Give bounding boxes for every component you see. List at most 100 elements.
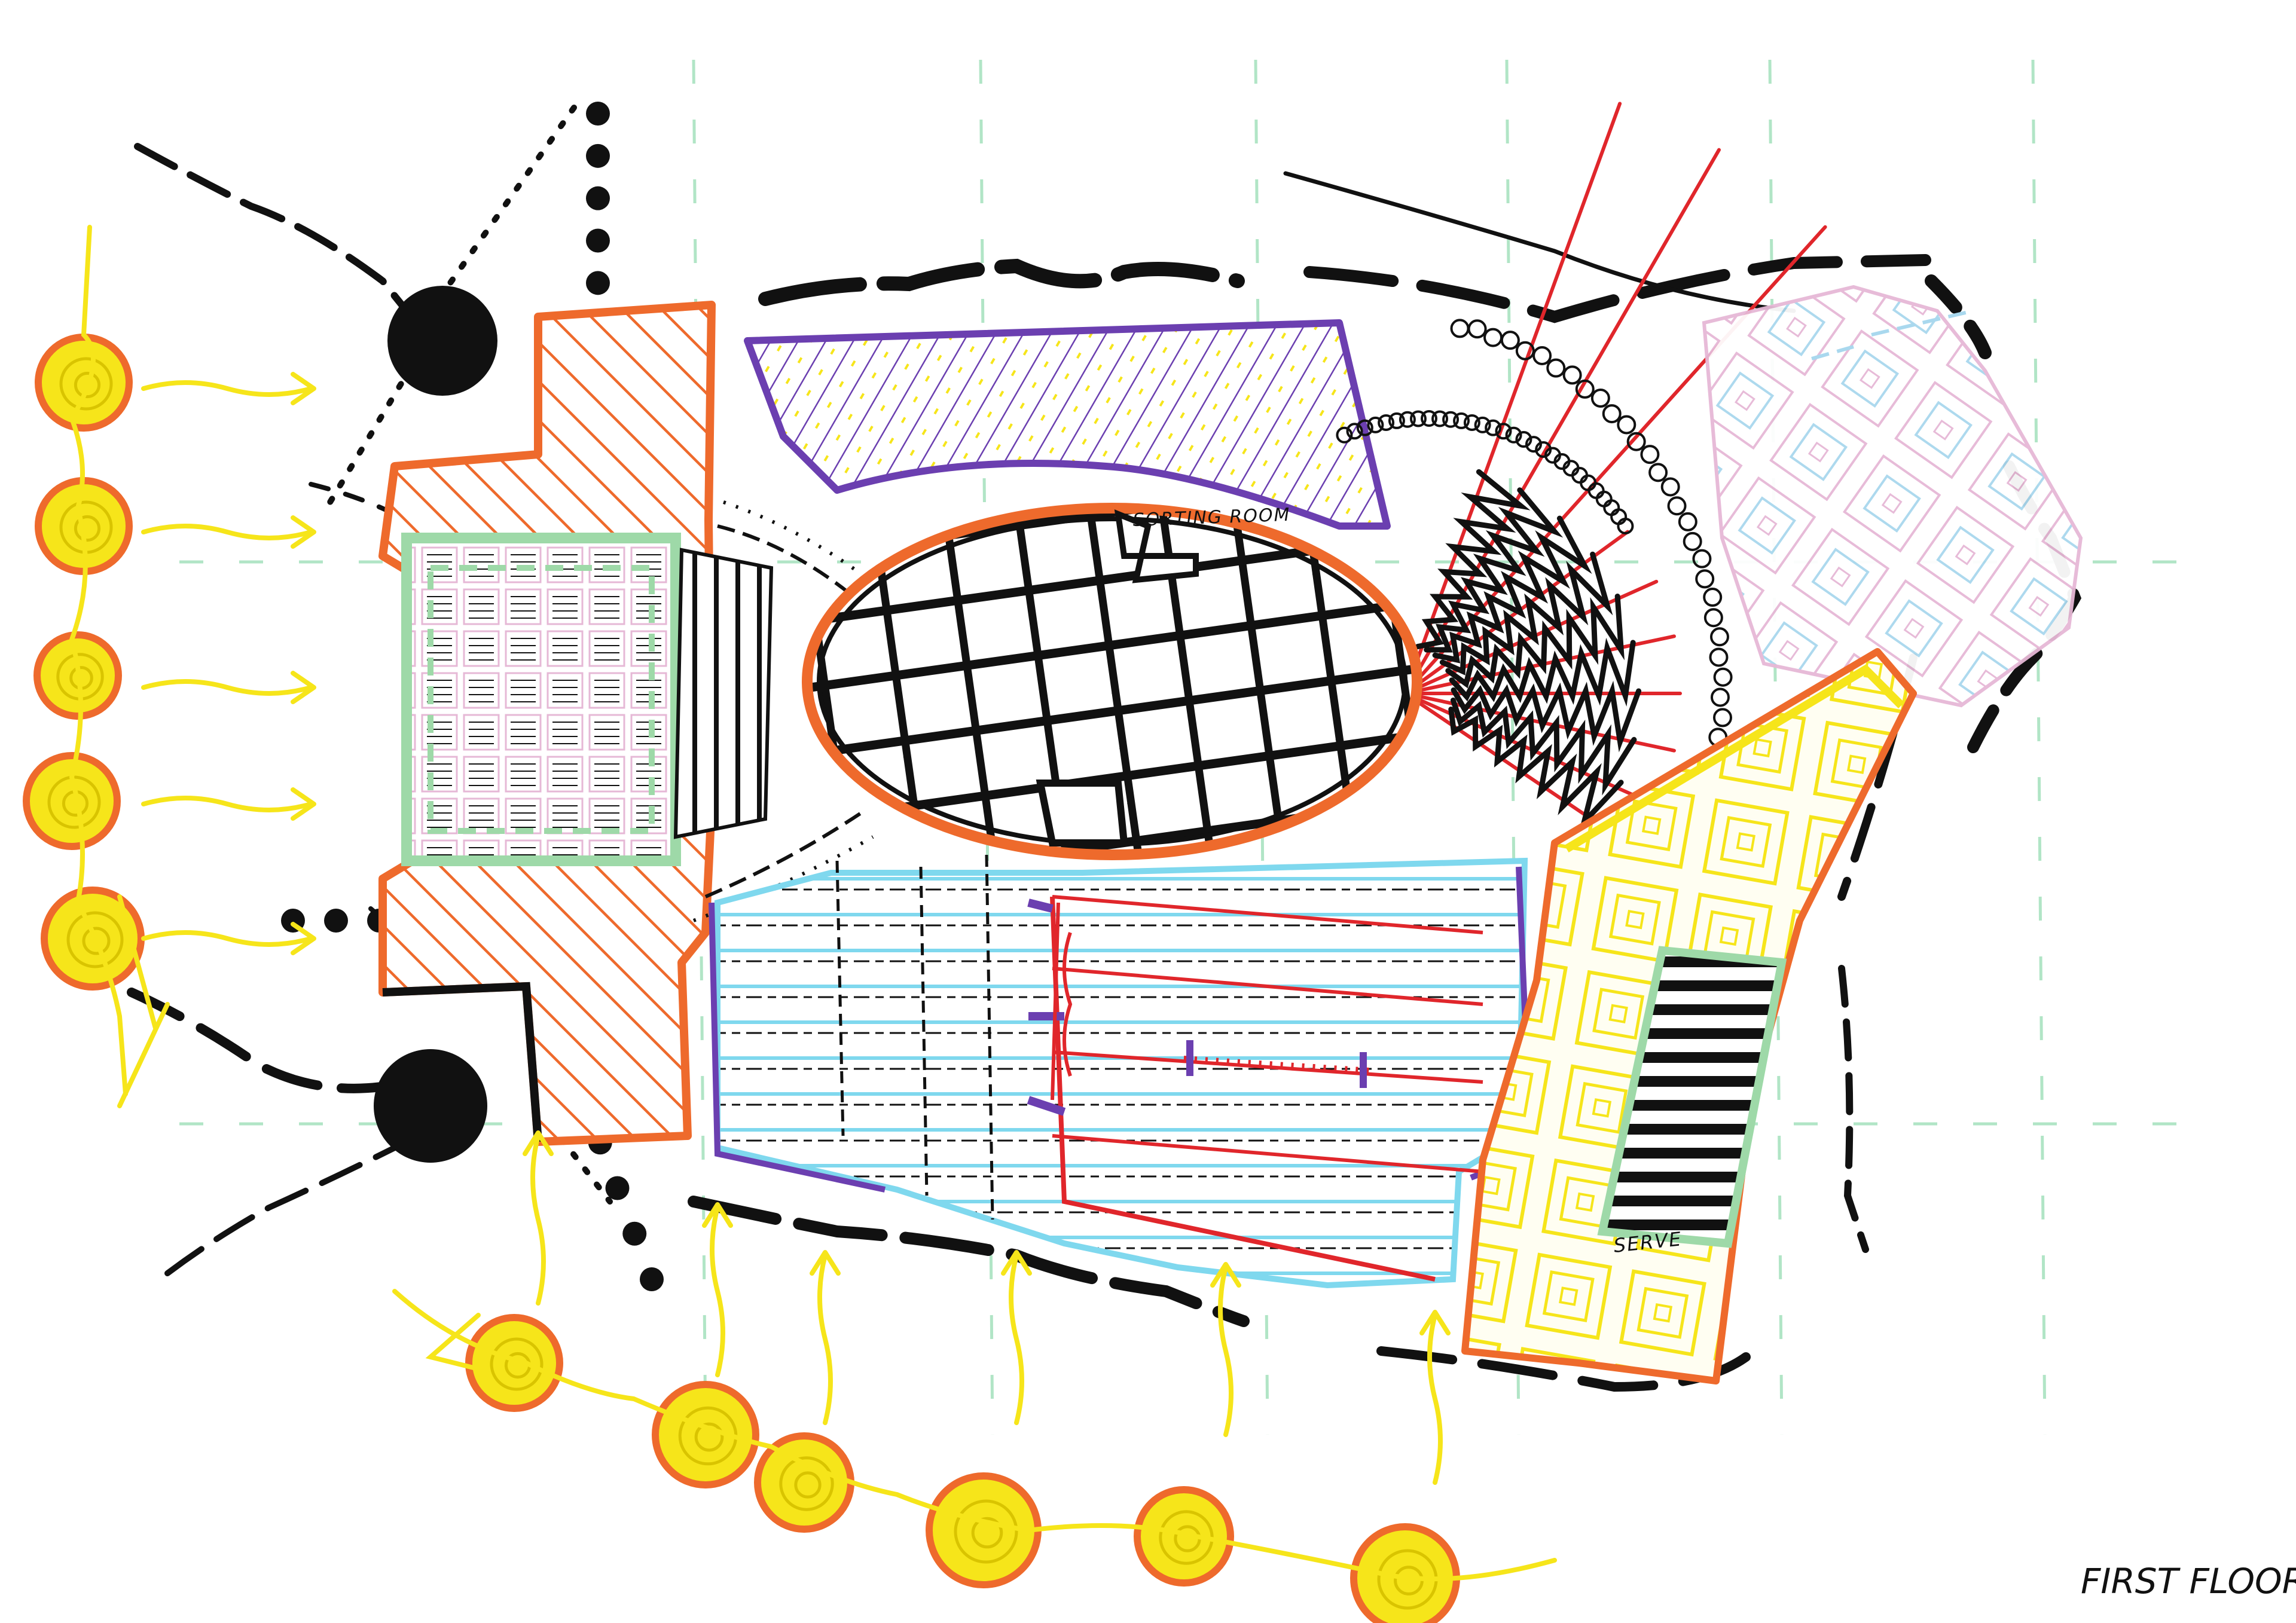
chain-circle bbox=[1695, 569, 1715, 589]
chain-circle bbox=[1525, 436, 1542, 453]
chain-circle bbox=[1648, 463, 1668, 482]
chain-circle bbox=[1505, 426, 1522, 444]
chain-circle bbox=[1532, 346, 1552, 365]
chain-circle bbox=[1388, 412, 1405, 429]
black-dot bbox=[622, 1221, 647, 1246]
sun-marker bbox=[1134, 1486, 1234, 1587]
entry-arrow bbox=[1419, 1310, 1451, 1485]
black-zigzag-band bbox=[1449, 637, 1636, 707]
black-zigzag-band bbox=[1439, 551, 1613, 676]
chain-circle bbox=[1367, 416, 1384, 433]
chain-circle bbox=[1450, 319, 1470, 338]
chain-circle bbox=[1336, 426, 1353, 444]
chain-circle bbox=[1546, 358, 1566, 378]
entry-arrow bbox=[1210, 1262, 1241, 1437]
arrow-shaft bbox=[141, 679, 313, 696]
sun-spiral bbox=[74, 515, 101, 542]
arrow-head bbox=[291, 515, 316, 549]
chain-circle bbox=[1712, 708, 1732, 728]
arrow-head bbox=[291, 787, 316, 821]
entry-arrow bbox=[141, 922, 316, 955]
chain-circle bbox=[1667, 496, 1687, 516]
sun-spiral bbox=[66, 911, 124, 968]
corner-black-circles bbox=[374, 286, 497, 1163]
entry-arrow bbox=[810, 1250, 841, 1425]
sun-spiral bbox=[490, 1337, 544, 1391]
sun-disc bbox=[652, 1381, 759, 1488]
purple-hatched-block bbox=[744, 319, 1391, 530]
serve-counter bbox=[1597, 946, 1787, 1248]
sun-spiral bbox=[954, 1499, 1018, 1564]
black-dot bbox=[586, 271, 610, 295]
black-zigzag-band bbox=[1448, 707, 1624, 832]
sun-marker bbox=[23, 752, 121, 850]
chain-circle bbox=[1703, 588, 1723, 607]
chain-circle bbox=[1660, 477, 1680, 497]
serve-yellow-block bbox=[1461, 648, 1917, 1384]
entry-arrow bbox=[141, 372, 316, 405]
arrow-shaft bbox=[141, 380, 313, 397]
chain-circle bbox=[1617, 415, 1636, 435]
sun-spiral bbox=[971, 1517, 1003, 1549]
approach-sun-markers bbox=[23, 334, 1460, 1623]
chain-circle bbox=[1602, 404, 1622, 424]
black-zigzag-band bbox=[1450, 697, 1637, 796]
sun-spiral bbox=[74, 371, 101, 399]
arrow-shaft bbox=[1218, 1265, 1234, 1437]
chain-circle bbox=[1626, 432, 1646, 451]
sun-marker bbox=[35, 334, 133, 432]
sun-marker bbox=[754, 1432, 854, 1533]
black-dot bbox=[640, 1267, 664, 1291]
black-zigzag-band bbox=[1424, 487, 1564, 653]
sun-spiral bbox=[794, 1471, 822, 1499]
chain-circle bbox=[1378, 414, 1395, 431]
cyan-striped-room bbox=[709, 854, 1534, 1289]
black-zigzag-band bbox=[1432, 515, 1592, 664]
black-dot bbox=[586, 228, 610, 253]
black-striped-strip bbox=[673, 548, 774, 839]
arrow-head bbox=[523, 1130, 554, 1156]
entry-arrow bbox=[702, 1202, 733, 1377]
black-zigzag-band bbox=[1451, 680, 1642, 753]
arrow-shaft bbox=[141, 524, 313, 540]
arrow-head bbox=[291, 671, 316, 704]
pink-spiral-field bbox=[1702, 285, 2083, 708]
sorting-room-oval bbox=[802, 503, 1422, 860]
chain-circle bbox=[1515, 341, 1535, 360]
chain-circle bbox=[1587, 482, 1605, 499]
sun-marker bbox=[465, 1314, 563, 1412]
chain-circle bbox=[1575, 379, 1595, 399]
chain-circle bbox=[1399, 411, 1416, 428]
chain-circle bbox=[1409, 410, 1427, 427]
arrow-head bbox=[1419, 1310, 1451, 1335]
entry-arrow bbox=[141, 515, 316, 549]
chain-circle bbox=[1421, 410, 1437, 427]
black-zigzag-band bbox=[1445, 594, 1625, 689]
chain-circle bbox=[1678, 512, 1697, 531]
grid-mark-vertical bbox=[1768, 59, 1784, 1435]
arrow-shaft bbox=[1427, 1313, 1443, 1485]
sun-marker bbox=[41, 887, 145, 991]
chain-circle bbox=[1431, 410, 1449, 427]
sun-spiral bbox=[82, 927, 111, 955]
chain-circle bbox=[1590, 389, 1610, 408]
green-grid-room bbox=[401, 533, 681, 866]
chain-circle bbox=[1683, 531, 1702, 551]
chain-circle bbox=[1709, 627, 1729, 647]
entry-arrow bbox=[141, 787, 316, 821]
sun-disc bbox=[465, 1314, 563, 1412]
arrow-head bbox=[291, 372, 316, 405]
chain-circle bbox=[1515, 431, 1532, 448]
grid-mark-vertical bbox=[2031, 59, 2047, 1435]
sun-marker bbox=[652, 1381, 759, 1488]
sun-spiral bbox=[779, 1456, 834, 1511]
sun-disc bbox=[41, 887, 145, 991]
entry-arrow bbox=[523, 1130, 554, 1306]
chain-circle bbox=[1463, 414, 1480, 431]
chain-circle bbox=[1485, 419, 1502, 436]
chain-circle bbox=[1483, 328, 1503, 347]
chain-circle bbox=[1356, 419, 1373, 436]
entry-arrow bbox=[1001, 1250, 1032, 1425]
chain-circle bbox=[1562, 365, 1582, 385]
